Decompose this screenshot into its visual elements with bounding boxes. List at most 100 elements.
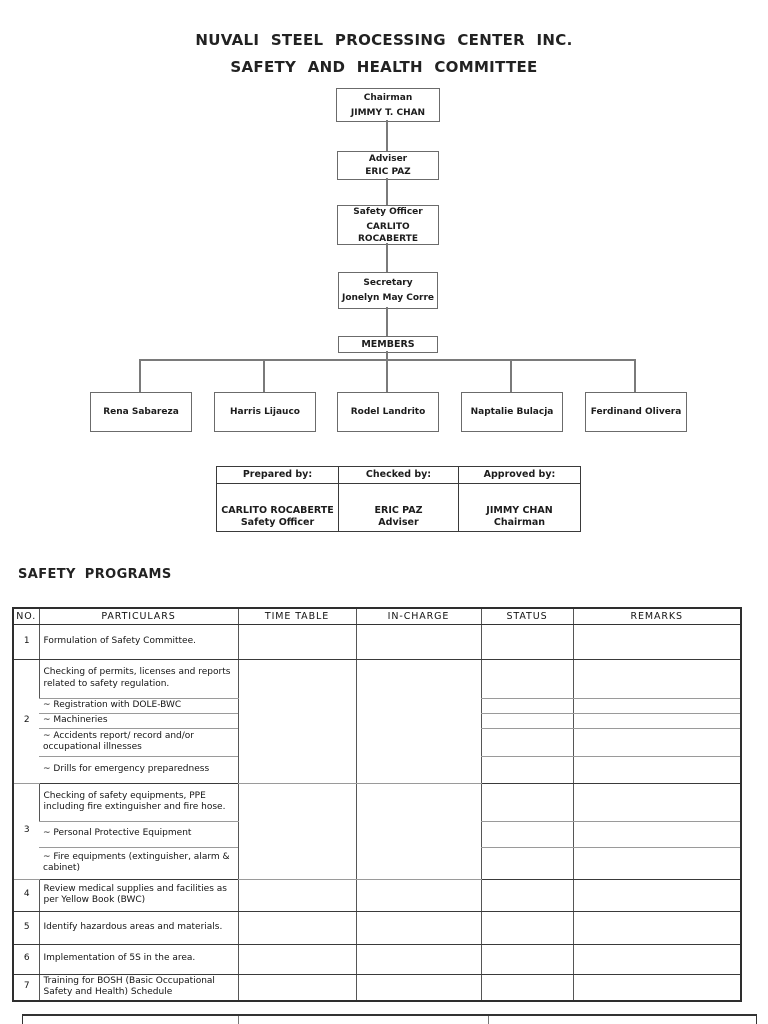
particulars-cell: Checking of permits, licenses and report…	[38, 659, 238, 699]
empty-cell	[572, 728, 741, 757]
member-box: Rena Sabareza	[90, 392, 192, 432]
section-heading: SAFETY PROGRAMS	[18, 567, 172, 582]
empty-cell	[355, 974, 481, 1001]
connector-line	[386, 307, 388, 336]
column-header-remarks: REMARKS	[572, 608, 741, 625]
empty-cell	[572, 783, 741, 822]
table-row: ~ Machineries	[13, 713, 741, 729]
member-box: Ferdinand Olivera	[585, 392, 687, 432]
empty-cell	[480, 756, 573, 784]
particulars-subitem: ~ Accidents report/ record and/or occupa…	[39, 728, 238, 757]
row-number: 5	[13, 911, 39, 945]
member-box: Naptalie Bulacja	[461, 392, 563, 432]
column-header-in-charge: IN-CHARGE	[355, 608, 481, 625]
empty-cell	[480, 821, 573, 848]
checked-by-role: Adviser	[378, 517, 419, 528]
particulars-subitem: ~ Fire equipments (extinguisher, alarm &…	[39, 847, 238, 880]
empty-cell	[237, 911, 356, 945]
connector-line	[139, 361, 141, 392]
table-row: 4 Review medical supplies and facilities…	[13, 879, 741, 912]
connector-line	[386, 351, 388, 359]
empty-cell	[480, 659, 573, 699]
approved-by-name: JIMMY CHAN	[486, 505, 553, 516]
empty-cell	[572, 944, 741, 975]
connector-line	[510, 361, 512, 392]
connector-line	[386, 120, 388, 151]
particulars-cell: Formulation of Safety Committee.	[38, 624, 238, 660]
secretary-role-label: Secretary	[363, 278, 413, 288]
prepared-by-header: Prepared by:	[216, 466, 339, 484]
connector-line	[263, 361, 265, 392]
empty-cell	[572, 974, 741, 1001]
empty-cell	[572, 911, 741, 945]
prepared-by-cell: CARLITO ROCABERTE Safety Officer	[216, 483, 339, 532]
table-row: ~ Personal Protective Equipment	[13, 821, 741, 848]
empty-cell	[480, 911, 573, 945]
empty-cell	[572, 713, 741, 729]
table-row: ~ Registration with DOLE-BWC	[13, 698, 741, 714]
member-box: Harris Lijauco	[214, 392, 316, 432]
empty-cell	[480, 624, 573, 660]
table-row: ~ Drills for emergency preparedness	[13, 756, 741, 784]
connector-line	[634, 361, 636, 392]
row-number: 4	[13, 879, 39, 912]
empty-cell	[572, 847, 741, 880]
empty-cell	[237, 659, 356, 784]
prepared-by-role: Safety Officer	[240, 517, 315, 528]
empty-cell	[355, 624, 481, 660]
table-row: ~ Fire equipments (extinguisher, alarm &…	[13, 847, 741, 880]
empty-cell	[355, 659, 481, 784]
column-header-status: STATUS	[480, 608, 573, 625]
empty-cell	[237, 974, 356, 1001]
committee-title: SAFETY AND HEALTH COMMITTEE	[230, 58, 538, 76]
org-box-members-label: MEMBERS	[338, 336, 438, 353]
prepared-by-name: CARLITO ROCABERTE	[221, 505, 334, 516]
safety-officer-name: CARLITO ROCABERTE	[358, 221, 418, 244]
row-number: 7	[13, 974, 39, 1001]
empty-cell	[572, 821, 741, 848]
signoff-table: Prepared by: Checked by: Approved by: CA…	[216, 466, 581, 532]
empty-cell	[572, 659, 741, 699]
chairman-role-label: Chairman	[363, 92, 413, 103]
particulars-subitem: ~ Drills for emergency preparedness	[39, 756, 238, 784]
safety-programs-table: NO. PARTICULARS TIME TABLE IN-CHARGE STA…	[12, 607, 742, 1002]
row-number: 3	[13, 783, 39, 880]
org-box-chairman: Chairman JIMMY T. CHAN	[336, 88, 440, 122]
adviser-name: ERIC PAZ	[365, 167, 411, 177]
table-row: 1 Formulation of Safety Committee.	[13, 624, 741, 660]
empty-cell	[480, 698, 573, 714]
org-box-secretary: Secretary Jonelyn May Corre	[338, 272, 438, 309]
org-box-adviser: Adviser ERIC PAZ	[337, 151, 439, 180]
column-header-time-table: TIME TABLE	[237, 608, 356, 625]
empty-cell	[237, 879, 356, 912]
empty-cell	[480, 944, 573, 975]
next-table-partial	[22, 1014, 757, 1024]
members-label: MEMBERS	[361, 338, 415, 350]
chairman-name: JIMMY T. CHAN	[350, 107, 426, 118]
empty-cell	[237, 783, 356, 880]
safety-officer-role-label: Safety Officer	[353, 206, 423, 217]
connector-line	[386, 178, 388, 205]
particulars-cell: Review medical supplies and facilities a…	[38, 879, 238, 912]
empty-cell	[355, 911, 481, 945]
company-title: NUVALI STEEL PROCESSING CENTER INC.	[195, 31, 573, 49]
approved-by-role: Chairman	[493, 517, 546, 528]
checked-by-name: ERIC PAZ	[374, 505, 423, 516]
empty-cell	[480, 847, 573, 880]
row-number: 6	[13, 944, 39, 975]
particulars-cell: Identify hazardous areas and materials.	[38, 911, 238, 945]
empty-cell	[572, 624, 741, 660]
empty-cell	[480, 879, 573, 912]
empty-cell	[355, 944, 481, 975]
table-row: ~ Accidents report/ record and/or occupa…	[13, 728, 741, 757]
org-box-safety-officer: Safety Officer CARLITO ROCABERTE	[337, 205, 439, 245]
empty-cell	[237, 624, 356, 660]
secretary-name: Jonelyn May Corre	[341, 293, 435, 303]
empty-cell	[480, 728, 573, 757]
empty-cell	[480, 974, 573, 1001]
row-number: 1	[13, 624, 39, 660]
particulars-cell: Training for BOSH (Basic Occupational Sa…	[38, 974, 238, 1001]
column-header-no: NO.	[13, 608, 39, 625]
table-row: 6 Implementation of 5S in the area.	[13, 944, 741, 975]
